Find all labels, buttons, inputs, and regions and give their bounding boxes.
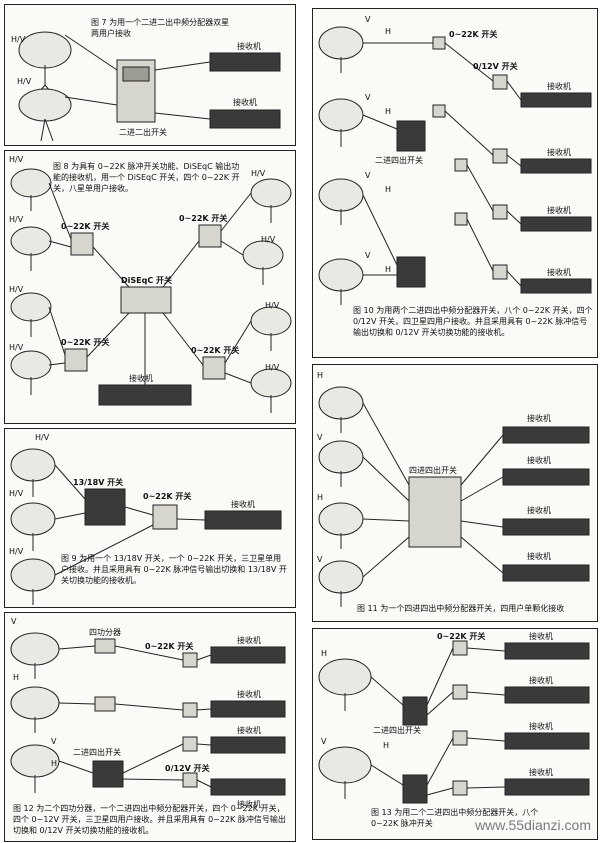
dish-label-hv: H/V xyxy=(9,547,24,556)
receiver-label: 接收机 xyxy=(547,148,571,157)
dish-label-h: H xyxy=(385,265,392,274)
switch-12v-label: 0/12V 开关 xyxy=(165,764,210,773)
receiver-label: 接收机 xyxy=(231,500,255,509)
switch-22k-label: 0~22K 开关 xyxy=(179,214,228,223)
figure-10-caption: 图 10 为用两个二进四出中频分配器开关，八个 0~22K 开关，四个 0/12… xyxy=(353,306,593,337)
receiver-label: 接收机 xyxy=(237,42,261,51)
receiver-label: 接收机 xyxy=(237,800,261,809)
dish-label-v: V xyxy=(321,737,327,746)
dish-label-v: V xyxy=(365,93,371,102)
receiver-label: 接收机 xyxy=(547,268,571,277)
dish-label-hv: H/V xyxy=(11,35,26,44)
receiver-label: 接收机 xyxy=(529,676,553,685)
receiver-label: 接收机 xyxy=(527,552,551,561)
figure-9-caption: 图 9 为用一个 13/18V 开关，一个 0~22K 开关，三卫星单用户接收。… xyxy=(61,554,287,585)
dish-label-h: H xyxy=(321,649,328,658)
figure-8-caption: 图 8 为具有 0~22K 脉冲开关功能、DiSEqC 输出功能的接收机，用一个… xyxy=(53,162,240,193)
dish-label-hv: H/V xyxy=(9,285,24,294)
receiver-label: 接收机 xyxy=(237,726,261,735)
switch-22k-label: 0~22K 开关 xyxy=(437,632,486,641)
receiver-label: 接收机 xyxy=(237,636,261,645)
receiver-label: 接收机 xyxy=(129,374,153,383)
switch-1318v-label: 13/18V 开关 xyxy=(73,478,124,487)
switch-4in4out-label: 四进四出开关 xyxy=(409,466,457,475)
switch-2in4out-label: 二进四出开关 xyxy=(73,748,121,757)
figure-11-panel: H V H V 四进四出开关 接收机 接收机 接收机 接收机 图 11 为一个四… xyxy=(312,364,598,622)
switch-2in4out-label: 二进四出开关 xyxy=(375,156,423,165)
dish-label-h: H xyxy=(317,493,324,502)
dish-label-v: V xyxy=(365,15,371,24)
dish-label-hv: H/V xyxy=(35,433,50,442)
splitter-label: 四功分器 xyxy=(89,628,121,637)
switch-22k-label: 0~22K 开关 xyxy=(191,346,240,355)
receiver-label: 接收机 xyxy=(529,768,553,777)
figure-11-caption: 图 11 为一个四进四出中频分配器开关，四用户单颗化接收 xyxy=(357,604,565,613)
receiver-label: 接收机 xyxy=(233,98,257,107)
dish-label-h: H xyxy=(51,759,58,768)
switch-22k-label: 0~22K 开关 xyxy=(143,492,192,501)
switch-2in4out-label: 二进四出开关 xyxy=(373,726,421,735)
switch-22k-label: 0~22K 开关 xyxy=(61,338,110,347)
figure-11-diagram xyxy=(318,386,590,607)
receiver-label: 接收机 xyxy=(529,722,553,731)
figure-12-diagram xyxy=(10,632,286,796)
dish-label-hv: H/V xyxy=(17,77,32,86)
dish-label-h: H xyxy=(317,371,324,380)
receiver-label: 接收机 xyxy=(529,632,553,641)
receiver-label: 接收机 xyxy=(527,456,551,465)
dish-label-hv: H/V xyxy=(265,363,280,372)
switch-22k-label: 0~22K 开关 xyxy=(61,222,110,231)
figure-7-panel: 图 7 为用一个二进二出中频分配器双星两用户接收 H/V H/V 接收机 接收机… xyxy=(4,4,296,146)
figure-9-diagram xyxy=(10,448,282,605)
switch-22k-label: 0~22K 开关 xyxy=(145,642,194,651)
switch-12v-label: 0/12V 开关 xyxy=(473,62,518,71)
figure-13-panel: H V H 0~22K 开关 二进四出开关 接收机 接收机 接收机 接收机 图 … xyxy=(312,628,598,840)
figure-10-diagram xyxy=(318,26,592,305)
figure-13-diagram xyxy=(318,640,590,804)
figure-12-panel: V H V H 四功分器 0~22K 开关 二进四出开关 0/12V 开关 接收… xyxy=(4,612,296,842)
dish-label-v: V xyxy=(365,171,371,180)
dish-label-hv: H/V xyxy=(9,489,24,498)
figure-7-caption: 图 7 为用一个二进二出中频分配器双星两用户接收 xyxy=(91,18,230,38)
figure-9-panel: H/V H/V H/V 13/18V 开关 0~22K 开关 接收机 图 9 为… xyxy=(4,428,296,608)
dish-label-hv: H/V xyxy=(251,169,266,178)
dish-label-hv: H/V xyxy=(9,155,24,164)
dish-label-hv: H/V xyxy=(261,235,276,244)
figure-8-panel: 图 8 为具有 0~22K 脉冲开关功能、DiSEqC 输出功能的接收机，用一个… xyxy=(4,150,296,424)
dish-label-h: H xyxy=(385,185,392,194)
dish-label-h: H xyxy=(385,107,392,116)
figure-8-diagram xyxy=(10,168,292,413)
dish-label-hv: H/V xyxy=(9,215,24,224)
dish-label-v: V xyxy=(365,251,371,260)
receiver-label: 接收机 xyxy=(547,206,571,215)
dish-label-h: H xyxy=(383,741,390,750)
figure-12-caption: 图 12 为二个四功分器，一个二进四出中频分配器开关，四个 0~22K 开关，四… xyxy=(13,804,286,835)
diseqc-switch-label: DiSEqC 开关 xyxy=(121,276,172,285)
dish-label-h: H xyxy=(13,673,20,682)
receiver-label: 接收机 xyxy=(547,82,571,91)
dish-label-hv: H/V xyxy=(9,343,24,352)
receiver-label: 接收机 xyxy=(237,690,261,699)
switch-22k-label: 0~22K 开关 xyxy=(449,30,498,39)
switch-label: 二进二出开关 xyxy=(119,128,167,137)
figure-13-caption: 图 13 为用二个二进四出中频分配器开关，八个 0~22K 脉冲开关 xyxy=(371,808,539,828)
dish-label-v: V xyxy=(317,555,323,564)
dish-label-h: H xyxy=(385,27,392,36)
dish-label-v: V xyxy=(51,737,57,746)
receiver-label: 接收机 xyxy=(527,414,551,423)
figure-10-panel: V H V H V H V H 0~22K 开关 0/12V 开关 二进四出开关… xyxy=(312,8,598,358)
figure-7-diagram xyxy=(18,31,281,142)
dish-label-hv: H/V xyxy=(265,301,280,310)
dish-label-v: V xyxy=(11,617,17,626)
dish-label-v: V xyxy=(317,433,323,442)
receiver-label: 接收机 xyxy=(527,506,551,515)
watermark: www.55dianzi.com xyxy=(475,817,591,833)
